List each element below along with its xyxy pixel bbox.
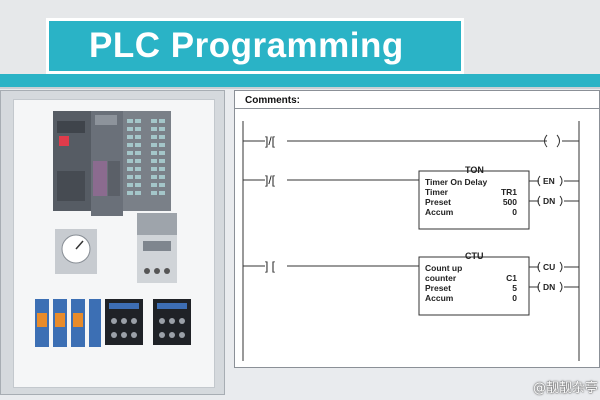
ton-row-0-label: Timer [425,187,449,197]
ton-output-en: EN [543,176,555,186]
comments-divider [235,108,600,109]
ton-row-1-label: Preset [425,197,451,207]
ctu-row-2-label: Accum [425,293,454,303]
contactor-right [153,299,191,345]
ton-output-dn: DN [543,196,555,206]
ton-block-name: TON [465,165,484,175]
ctu-output-dn: DN [543,282,555,292]
rung-3 [243,256,579,316]
ton-row-0-value: TR1 [501,187,517,197]
contactor-left [105,299,143,345]
rung-2 [243,170,579,230]
banner-divider [0,87,600,89]
ladder-diagram: ]/[ ]/[ TON Timer On Delay Timer TR1 Pre… [242,121,580,361]
ctu-row-1-label: Preset [425,283,451,293]
plc-io-modules [123,111,171,211]
ctu-block-name: CTU [465,251,484,261]
contact-rung-2: ]/[ [265,173,276,187]
ton-row-2-label: Accum [425,207,454,217]
page-title: PLC Programming [46,18,464,74]
plc-power-module [91,111,123,216]
ctu-row-2-value: 0 [512,293,517,303]
control-cabinet [0,90,225,395]
plc-cpu-module [53,111,91,211]
ton-block-type: Timer On Delay [425,177,487,187]
ctu-row-1-value: 5 [512,283,517,293]
contact-rung-3: ] [ [265,259,276,273]
timer-relay [55,229,97,274]
ctu-output-cu: CU [543,262,555,272]
rung-1 [243,134,579,148]
cabinet-illustration [35,111,191,347]
ton-row-2-value: 0 [512,207,517,217]
ton-row-1-value: 500 [503,197,517,207]
comments-label: Comments: [245,95,301,106]
power-supply-unit [137,213,177,283]
banner-accent-stripe [0,74,600,87]
relay-bank [35,299,101,347]
ctu-row-0-value: C1 [506,273,517,283]
ctu-row-0-label: counter [425,273,457,283]
ctu-block-type: Count up [425,263,462,273]
watermark: @靓靓杂亭 [532,381,598,396]
ladder-logic-panel: Comments: ]/[ ]/[ TON [234,90,600,368]
contact-rung-1: ]/[ [265,134,276,148]
